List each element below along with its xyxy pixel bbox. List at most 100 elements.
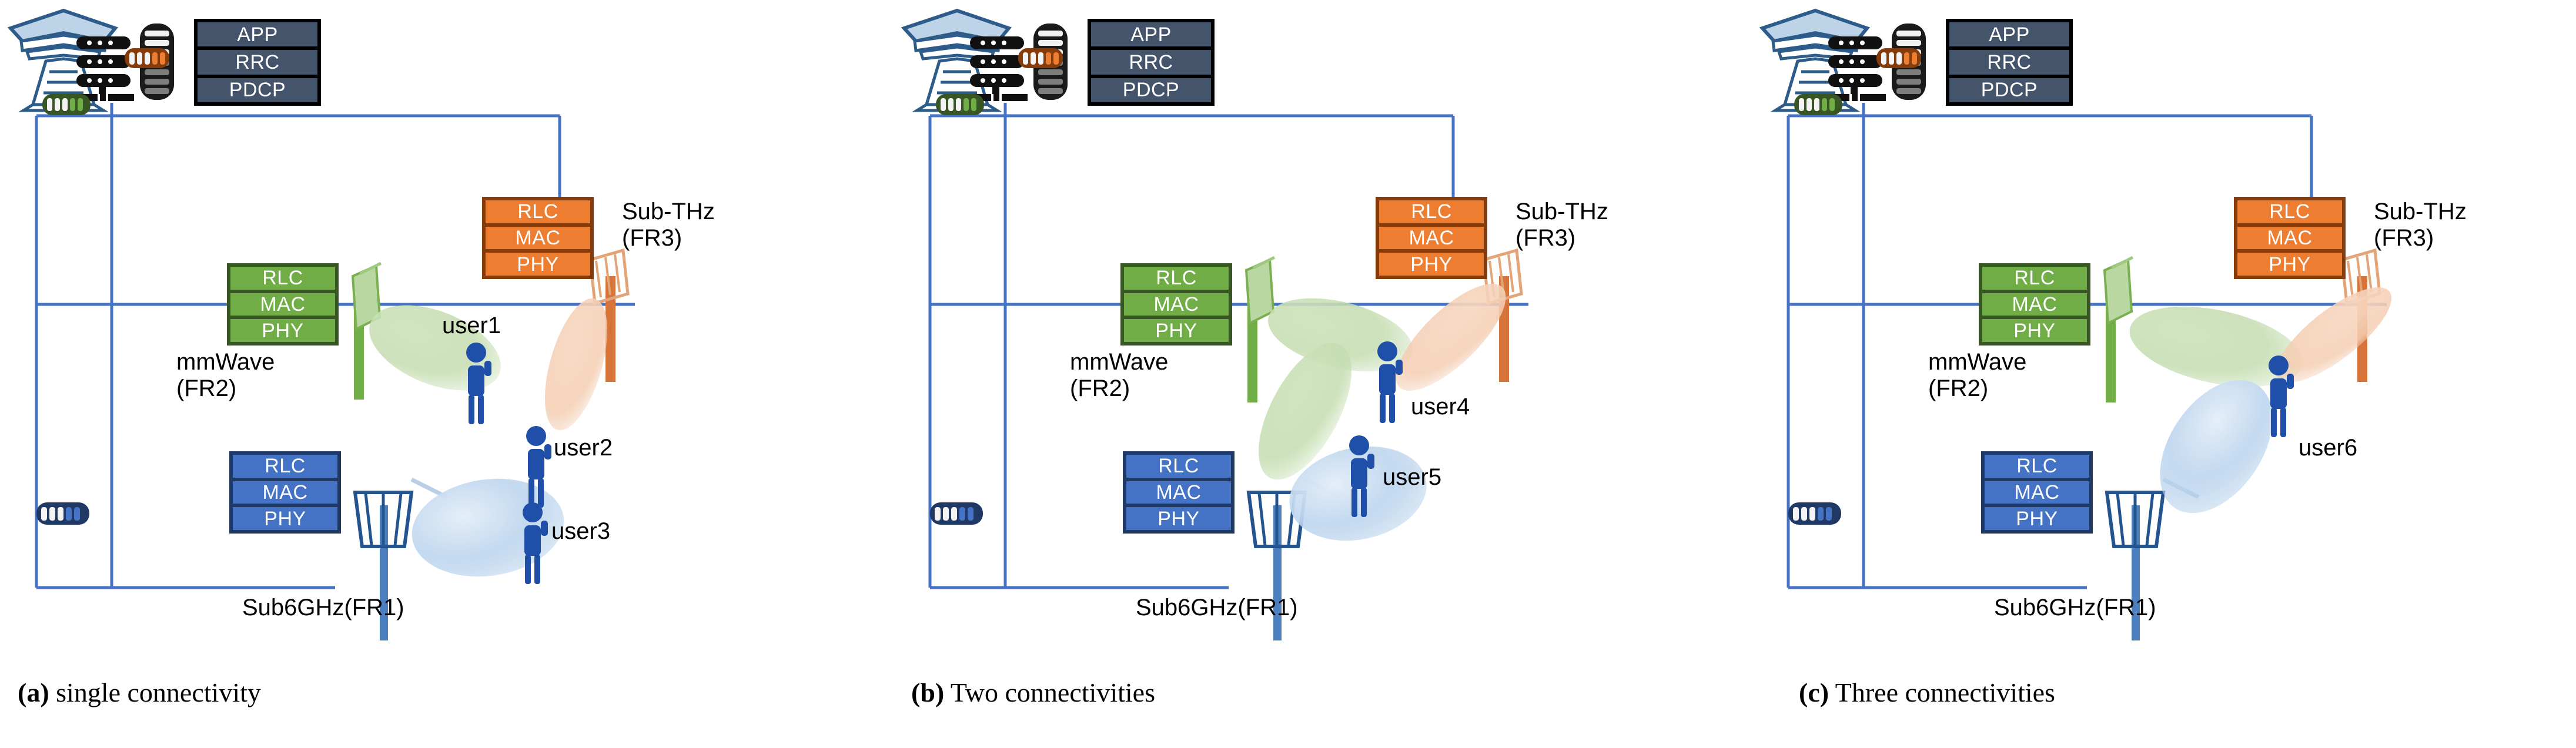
fr3-buffer-icon [1876,48,1921,68]
fr3-band-label: Sub-THz (FR3) [1516,199,1608,251]
user-label-user3: user3 [551,518,611,544]
user-figure-icon [466,343,491,424]
user-figure-icon [1377,341,1403,423]
fr3-buffer-icon [125,48,169,68]
fr2-layer-mac: MAC [230,293,335,316]
user-figure-icon [526,426,551,508]
panel-caption-text-a: single connectivity [49,677,261,707]
panel-a-artwork [7,8,635,640]
core-layer-app: APP [1949,22,2069,47]
fr2-beam [369,305,501,391]
fr2-buffer-icon [42,94,91,115]
panel-caption-a: (a) single connectivity [18,677,261,708]
user-figure-icon [1349,435,1374,517]
fr1-buffer-icon [36,502,89,525]
fr3-protocol-stack: RLC MAC PHY [1376,197,1487,279]
fr1-layer-rlc: RLC [1126,455,1231,478]
fr3-layer-rlc: RLC [2237,200,2342,223]
fr2-layer-rlc: RLC [230,267,335,290]
fr3-buffer-icon [1018,48,1063,68]
server-rack-icon [1824,36,1886,101]
fr2-beam-lower [1259,343,1351,480]
panel-caption-marker-a: (a) [18,677,49,707]
fr3-beam [1396,284,1506,391]
fr1-beam [1289,446,1427,541]
panel-b-stage: APP RRC PDCP RLC MAC PHY Sub-THz (FR3) R… [894,0,1752,670]
user-label-user5: user5 [1383,464,1442,490]
fr3-layer-rlc: RLC [486,200,590,223]
fr2-layer-phy: PHY [1982,319,2087,343]
fr3-antenna-icon [588,248,630,382]
fr3-beam [2276,287,2392,383]
panel-c-artwork [1759,8,2392,640]
panel-caption-text-c: Three connectivities [1829,677,2055,707]
fr1-layer-mac: MAC [1985,481,2089,504]
core-protocol-stack: APP RRC PDCP [194,19,321,106]
core-layer-pdcp: PDCP [1949,78,2069,102]
core-layer-pdcp: PDCP [198,78,317,102]
fr2-layer-phy: PHY [1124,319,1229,343]
fr3-layer-phy: PHY [1379,253,1484,276]
panel-caption-b: (b) Two connectivities [911,677,1155,708]
fr1-protocol-stack: RLC MAC PHY [229,451,341,534]
fr3-band-label: Sub-THz (FR3) [2374,199,2467,251]
fr2-band-label: mmWave (FR2) [1070,349,1169,401]
fr1-layer-rlc: RLC [1985,455,2089,478]
fr2-beam-upper [1267,298,1413,372]
panel-a: APP RRC PDCP RLC MAC PHY Sub-THz (FR3) R… [0,0,858,748]
user-label-user1: user1 [442,313,501,338]
fr1-layer-mac: MAC [1126,481,1231,504]
fr3-beam [544,298,608,431]
panel-caption-c: (c) Three connectivities [1799,677,2055,708]
fr1-buffer-icon [1788,502,1841,525]
fr3-layer-mac: MAC [1379,226,1484,250]
panel-caption-marker-c: (c) [1799,677,1829,707]
fr2-beam [2129,306,2303,387]
fr2-protocol-stack: RLC MAC PHY [227,263,339,346]
fr3-layer-phy: PHY [2237,253,2342,276]
fr1-protocol-stack: RLC MAC PHY [1981,451,2093,534]
fr3-band-label: Sub-THz (FR3) [622,199,715,251]
panel-c-stage: APP RRC PDCP RLC MAC PHY Sub-THz (FR3) R… [1752,0,2576,670]
fr1-layer-phy: PHY [1126,507,1231,531]
fronthaul-links [928,103,1528,589]
panel-caption-marker-b: (b) [911,677,945,707]
panel-b: APP RRC PDCP RLC MAC PHY Sub-THz (FR3) R… [894,0,1752,748]
fr3-layer-phy: PHY [486,253,590,276]
fr1-antenna-icon [353,477,448,640]
user-figure-icon [2269,355,2294,437]
core-layer-app: APP [1091,22,1211,47]
fr2-protocol-stack: RLC MAC PHY [1979,263,2090,346]
panel-caption-text-b: Two connectivities [944,677,1155,707]
fr1-band-label: Sub6GHz(FR1) [242,595,404,620]
fr1-protocol-stack: RLC MAC PHY [1123,451,1235,534]
server-rack-icon [72,36,134,101]
core-layer-rrc: RRC [1949,50,2069,75]
user-figure-icon [523,502,548,584]
fr3-layer-mac: MAC [2237,226,2342,250]
fr2-protocol-stack: RLC MAC PHY [1120,263,1232,346]
fr1-band-label: Sub6GHz(FR1) [1994,595,2156,620]
fr1-buffer-icon [930,502,983,525]
fr2-band-label: mmWave (FR2) [176,349,275,401]
fr2-antenna-icon [2103,256,2134,402]
core-layer-pdcp: PDCP [1091,78,1211,102]
panel-c: APP RRC PDCP RLC MAC PHY Sub-THz (FR3) R… [1752,0,2576,748]
fr1-layer-mac: MAC [233,481,337,504]
fr2-layer-mac: MAC [1982,293,2087,316]
core-layer-rrc: RRC [1091,50,1211,75]
fr2-band-label: mmWave (FR2) [1928,349,2027,401]
core-protocol-stack: APP RRC PDCP [1946,19,2073,106]
fr2-layer-rlc: RLC [1124,267,1229,290]
user-label-user6: user6 [2299,435,2358,461]
fr2-layer-mac: MAC [1124,293,1229,316]
fr3-protocol-stack: RLC MAC PHY [482,197,594,279]
fr1-layer-phy: PHY [233,507,337,531]
core-layer-app: APP [198,22,317,47]
fr2-layer-phy: PHY [230,319,335,343]
fr1-beam [2160,380,2273,514]
fr1-band-label: Sub6GHz(FR1) [1136,595,1298,620]
fr3-layer-rlc: RLC [1379,200,1484,223]
fr2-layer-rlc: RLC [1982,267,2087,290]
fr1-antenna-icon [2105,477,2200,640]
